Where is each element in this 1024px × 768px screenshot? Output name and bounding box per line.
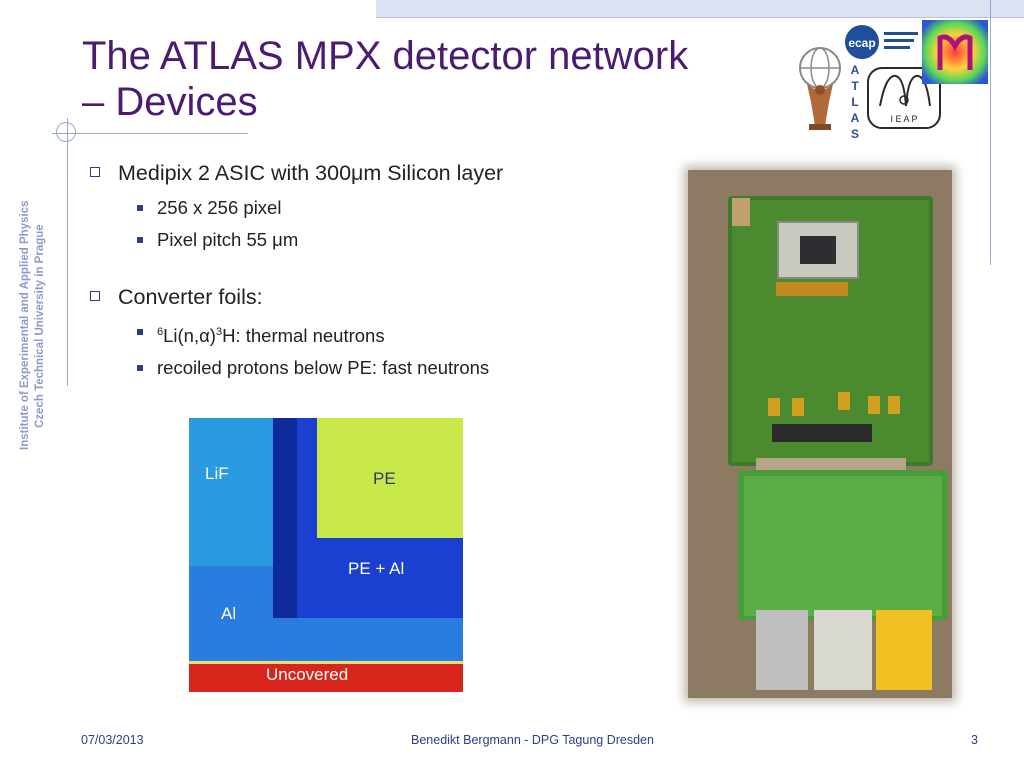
region-frame-inner — [297, 418, 317, 538]
region-frame-vertical — [273, 418, 297, 618]
ecap-text: ecap — [848, 36, 875, 50]
top-band-edge — [376, 17, 1024, 18]
footer-author: Benedikt Bergmann - DPG Tagung Dresden — [411, 733, 654, 747]
region-pe-al — [297, 538, 463, 618]
label-pe-al: PE + Al — [348, 559, 405, 578]
bullet-medipix: Medipix 2 ASIC with 300μm Silicon layer — [88, 158, 668, 188]
atlas-wordmark: A T L A S — [850, 63, 860, 141]
sub-bullet-fast: recoiled protons below PE: fast neutrons — [88, 356, 668, 380]
device-photo — [688, 170, 952, 698]
square-bullet-icon — [137, 365, 143, 372]
sub-bullet-thermal: 6Li(n,α)3H: thermal neutrons — [88, 320, 668, 348]
ecap-logo: ecap — [844, 22, 920, 62]
square-bullet-icon — [90, 291, 100, 301]
label-pe: PE — [373, 469, 396, 488]
bullet-converter-foils: Converter foils: — [88, 282, 668, 312]
left-rule — [67, 118, 68, 386]
foil-regions — [189, 418, 463, 692]
sub-bullet-pixels: 256 x 256 pixel — [88, 196, 668, 220]
footer-date: 07/03/2013 — [81, 733, 144, 747]
atlas-figure-logo — [795, 44, 845, 132]
label-lif: LiF — [205, 464, 229, 483]
side-banner-line1: Institute of Experimental and Applied Ph… — [19, 200, 31, 450]
medipix-logo — [922, 20, 988, 84]
slide-title: The ATLAS MPX detector network – Devices — [82, 33, 688, 125]
sub-bullet-pitch: Pixel pitch 55 μm — [88, 228, 668, 252]
bullet-list: Medipix 2 ASIC with 300μm Silicon layer … — [88, 158, 668, 380]
slide-title-line1: The ATLAS MPX detector network — [82, 34, 689, 78]
square-bullet-icon — [137, 205, 143, 211]
top-band — [376, 0, 1024, 17]
slide-title-line2: – Devices — [82, 80, 258, 124]
title-rule — [52, 133, 248, 134]
crosshair-ornament — [56, 122, 76, 142]
region-lif — [189, 418, 273, 566]
square-bullet-icon — [137, 329, 143, 335]
side-banner: Institute of Experimental and Applied Ph… — [18, 140, 48, 450]
region-pe — [317, 418, 463, 538]
label-uncovered: Uncovered — [266, 665, 349, 684]
footer-page-number: 3 — [971, 733, 978, 747]
square-bullet-icon — [90, 167, 100, 177]
square-bullet-icon — [137, 237, 143, 243]
region-uncovered — [189, 664, 463, 692]
ieap-text: I E A P — [890, 114, 917, 124]
right-rule — [990, 0, 991, 265]
region-uncovered-edge — [189, 661, 463, 664]
converter-foil-image: LiF PE PE + Al Al Uncovered — [189, 418, 463, 692]
side-banner-line2: Czech Technical University in Prague — [34, 224, 46, 428]
label-al: Al — [221, 604, 237, 623]
